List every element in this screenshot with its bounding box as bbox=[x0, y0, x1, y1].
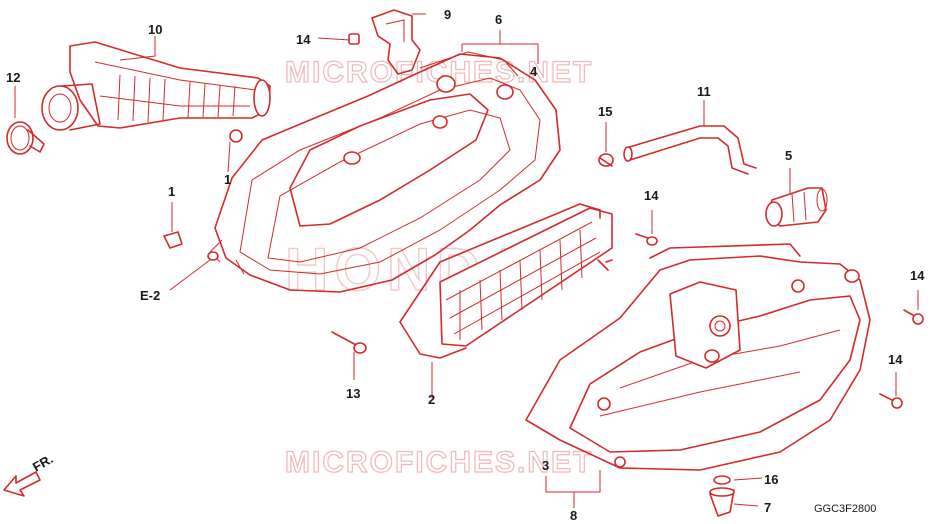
callout-6: 6 bbox=[495, 12, 502, 27]
direction-label: FR. bbox=[30, 451, 56, 474]
joint-tube bbox=[765, 187, 828, 227]
breather-hose bbox=[623, 125, 757, 175]
callout-1b: 1 bbox=[224, 172, 231, 187]
case-base bbox=[525, 243, 871, 471]
callout-labels: 1 1 2 3 4 5 6 7 8 9 10 11 12 13 14 14 14… bbox=[6, 7, 925, 523]
callout-3: 3 bbox=[542, 458, 549, 473]
air-filter-element bbox=[399, 203, 613, 359]
callout-4: 4 bbox=[530, 64, 538, 79]
fasteners bbox=[163, 33, 924, 409]
mounting-bracket bbox=[371, 9, 421, 75]
callout-9: 9 bbox=[444, 7, 451, 22]
callout-14a: 14 bbox=[296, 32, 311, 47]
leader-lines bbox=[14, 13, 919, 508]
callout-1a: 1 bbox=[168, 184, 175, 199]
drain-parts bbox=[709, 475, 735, 517]
callout-14d: 14 bbox=[888, 352, 903, 367]
callout-2: 2 bbox=[428, 392, 435, 407]
hose-clamp bbox=[6, 121, 45, 155]
reference-label: E-2 bbox=[140, 288, 160, 303]
callout-15: 15 bbox=[598, 104, 612, 119]
callout-10: 10 bbox=[148, 22, 162, 37]
callout-14c: 14 bbox=[910, 268, 925, 283]
callout-12: 12 bbox=[6, 70, 20, 85]
callout-7: 7 bbox=[764, 500, 771, 515]
front-direction-arrow bbox=[3, 471, 41, 497]
watermark-bottom: MICROFICHES.NET bbox=[285, 446, 593, 479]
callout-11: 11 bbox=[697, 84, 711, 99]
callout-13: 13 bbox=[346, 386, 360, 401]
air-cleaner-case bbox=[207, 51, 561, 293]
callout-16: 16 bbox=[764, 472, 778, 487]
callout-8: 8 bbox=[570, 508, 577, 523]
callout-5: 5 bbox=[785, 148, 792, 163]
drawing-code: GGC3F2800 bbox=[814, 503, 876, 515]
intake-duct bbox=[41, 41, 271, 131]
callout-14b: 14 bbox=[644, 188, 659, 203]
